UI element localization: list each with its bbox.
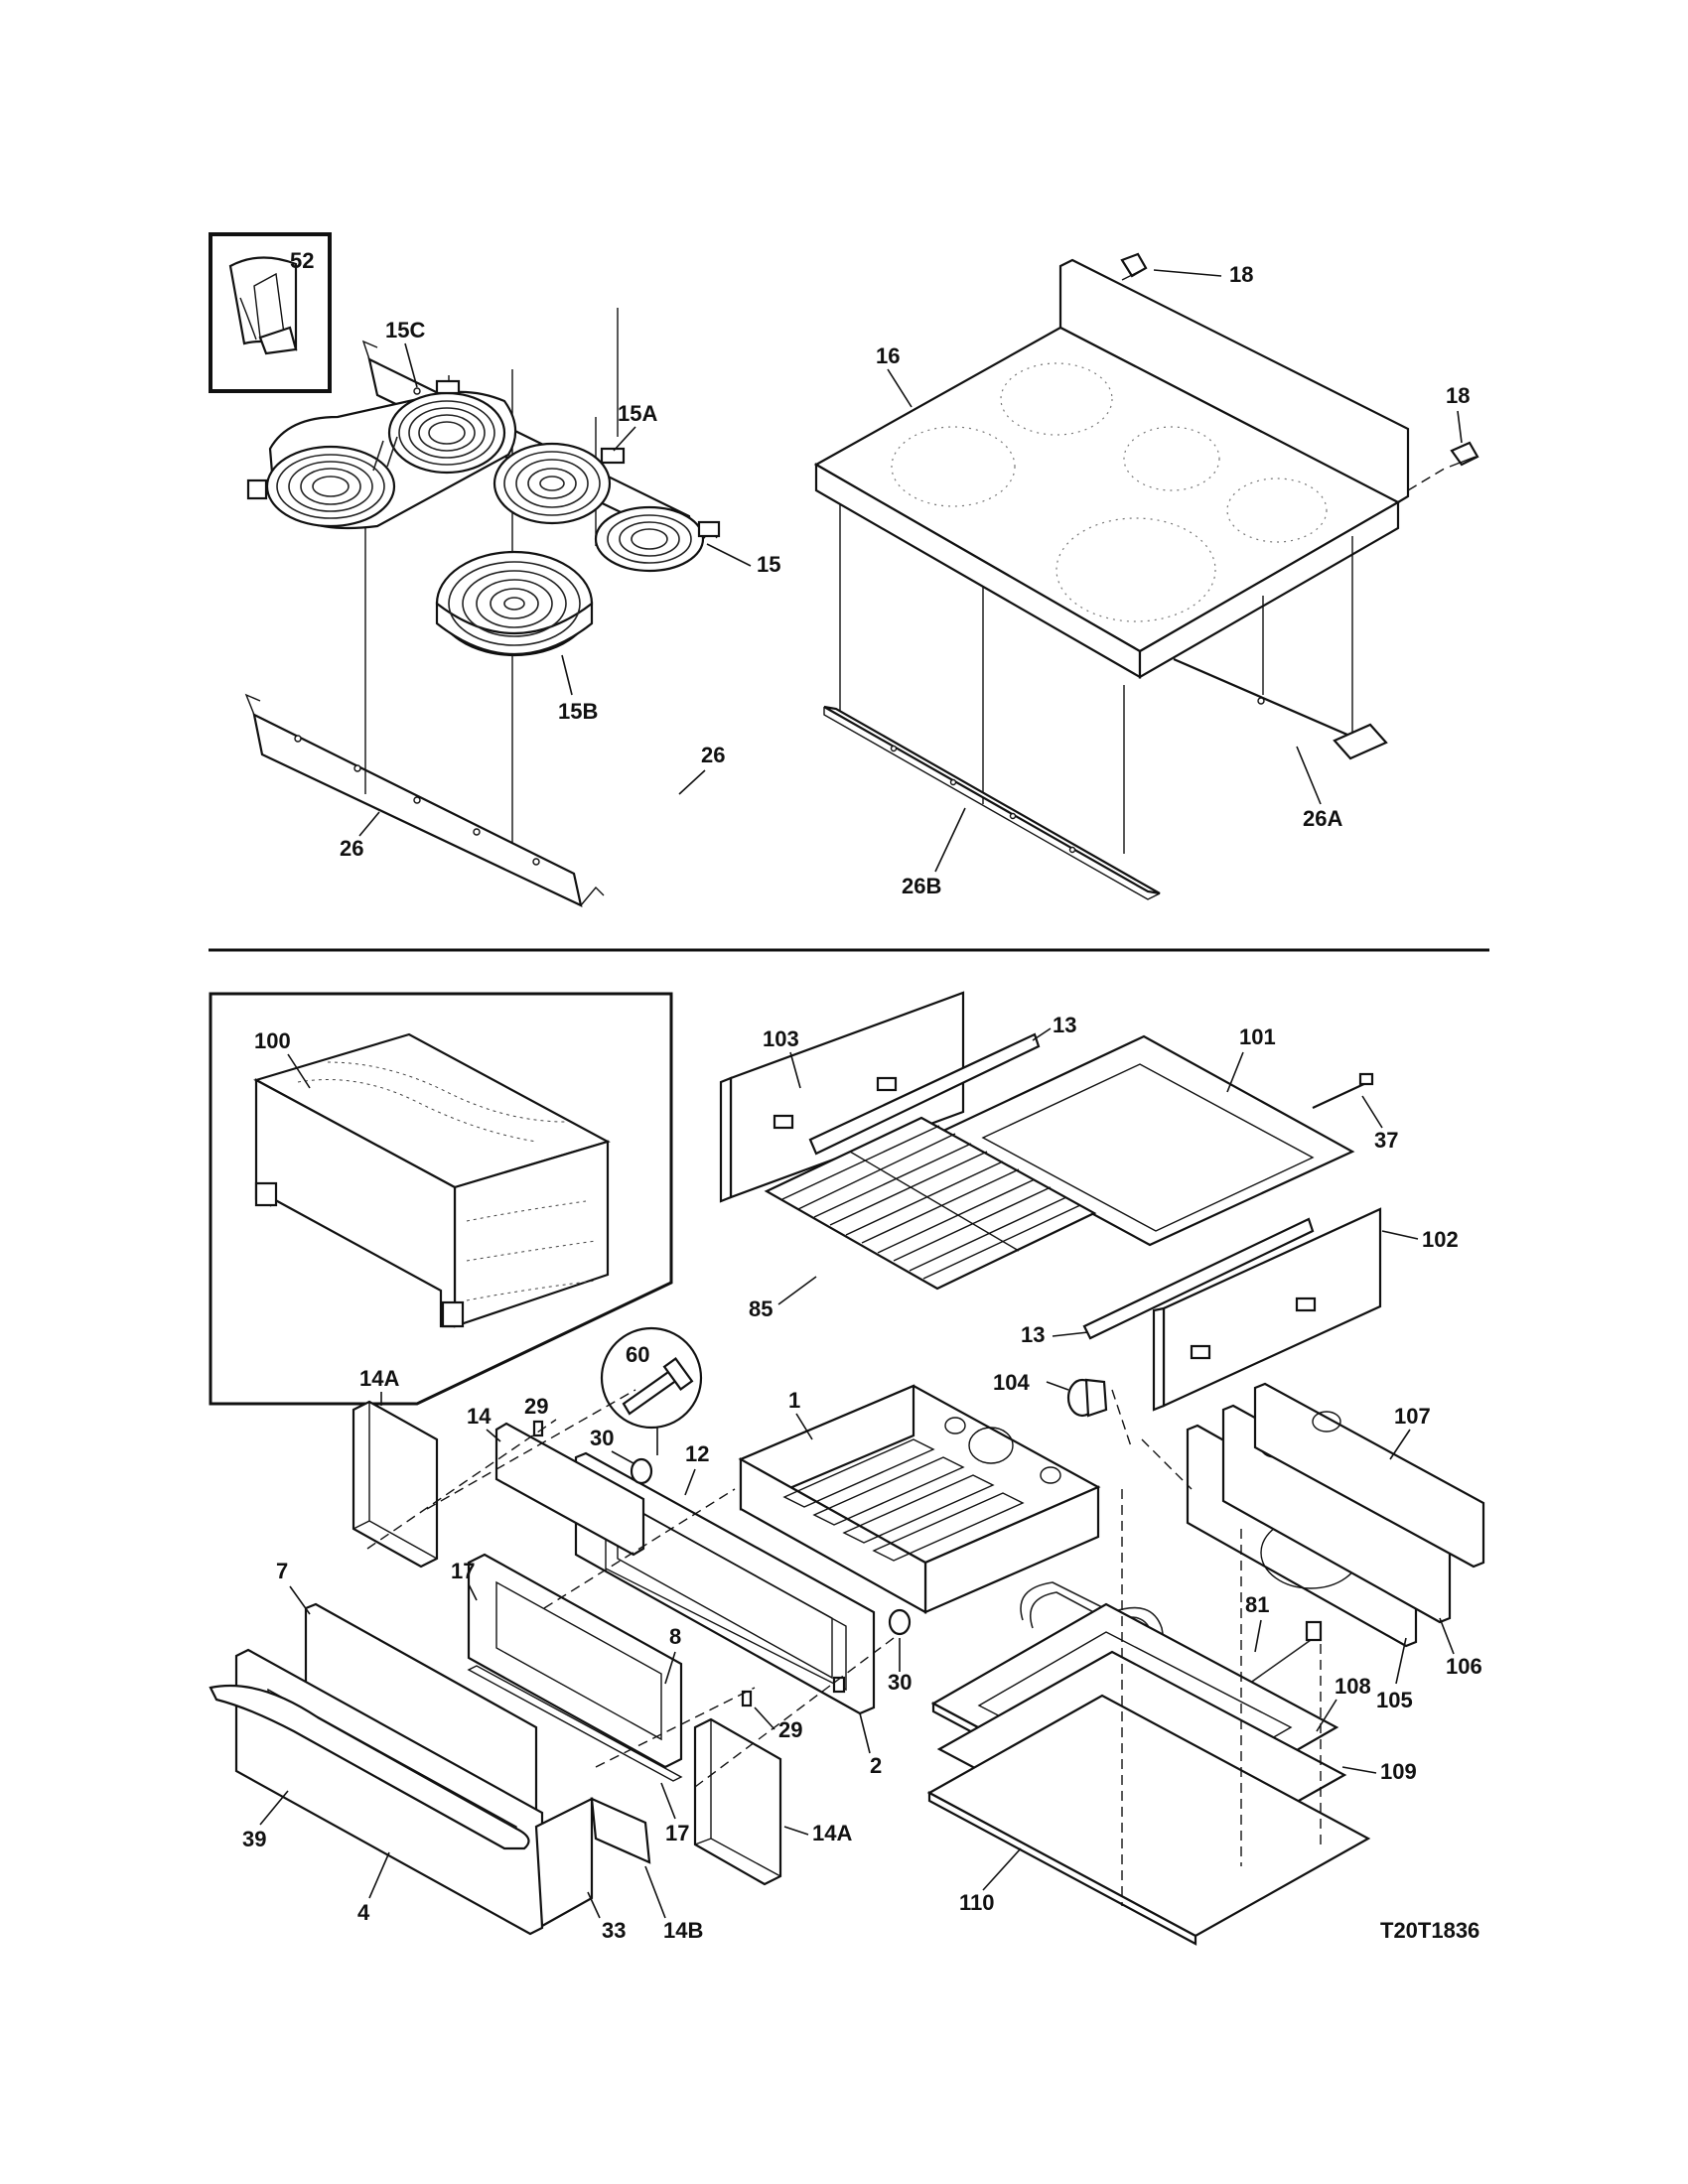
callout-110: 110 bbox=[959, 1890, 995, 1915]
callout-52: 52 bbox=[290, 248, 314, 273]
callout-33: 33 bbox=[602, 1918, 626, 1943]
callout-29-top: 29 bbox=[524, 1394, 548, 1419]
inset-screw-60 bbox=[600, 1326, 703, 1430]
insulation-33 bbox=[534, 1797, 594, 1928]
callout-14B: 14B bbox=[663, 1918, 703, 1943]
element-15A bbox=[492, 442, 626, 525]
callout-30-top: 30 bbox=[590, 1426, 614, 1450]
door-liner-17 bbox=[467, 1553, 683, 1782]
callout-8: 8 bbox=[669, 1624, 681, 1649]
callout-16: 16 bbox=[876, 343, 900, 368]
element-15B bbox=[435, 550, 594, 657]
callout-15C: 15C bbox=[385, 318, 425, 342]
element-15 bbox=[594, 505, 721, 573]
sensor-37 bbox=[1312, 1072, 1374, 1109]
assembly-dashed-lines bbox=[366, 1389, 1322, 1906]
callout-14A-bottom: 14A bbox=[812, 1821, 852, 1845]
callout-13-top: 13 bbox=[1053, 1013, 1076, 1037]
cooktop-16 bbox=[813, 258, 1410, 679]
callout-14A-top: 14A bbox=[359, 1366, 399, 1391]
back-panel-107 bbox=[1253, 1382, 1485, 1569]
callout-85: 85 bbox=[749, 1297, 773, 1321]
washer-30-bottom bbox=[888, 1608, 912, 1636]
callout-17-top: 17 bbox=[451, 1559, 475, 1583]
callout-60: 60 bbox=[626, 1342, 649, 1367]
callout-18-side: 18 bbox=[1446, 383, 1470, 408]
callout-26B: 26B bbox=[902, 874, 941, 898]
callout-37: 37 bbox=[1374, 1128, 1398, 1153]
callout-39: 39 bbox=[242, 1827, 266, 1851]
insulation-14B bbox=[590, 1797, 651, 1864]
callout-7: 7 bbox=[276, 1559, 288, 1583]
callout-26A: 26A bbox=[1303, 806, 1342, 831]
washer-30-top bbox=[630, 1457, 653, 1485]
oven-rack-85 bbox=[764, 1116, 1097, 1291]
callout-105: 105 bbox=[1376, 1688, 1413, 1712]
rack-slide-13-bottom bbox=[1082, 1217, 1315, 1340]
insulation-14 bbox=[494, 1422, 645, 1557]
callout-29-bottom: 29 bbox=[778, 1717, 802, 1742]
oven-front-frame-2 bbox=[574, 1451, 876, 1715]
callout-15: 15 bbox=[757, 552, 780, 577]
callout-30-bottom: 30 bbox=[888, 1670, 912, 1695]
diagram-reference-code: T20T1836 bbox=[1380, 1918, 1479, 1943]
oven-light-104 bbox=[1066, 1378, 1108, 1418]
callout-101: 101 bbox=[1239, 1024, 1276, 1049]
callout-81: 81 bbox=[1245, 1592, 1269, 1617]
callout-14: 14 bbox=[467, 1404, 492, 1429]
bracket-26-left bbox=[244, 693, 605, 907]
callout-107: 107 bbox=[1394, 1404, 1431, 1429]
side-panel-102 bbox=[1152, 1207, 1382, 1412]
callout-4: 4 bbox=[357, 1900, 370, 1925]
guide-lines-cooktop bbox=[839, 504, 1353, 854]
callout-26-right: 26 bbox=[701, 743, 725, 767]
oven-bottom-110 bbox=[926, 1694, 1371, 1946]
callout-18-top: 18 bbox=[1229, 262, 1253, 287]
clip-18-side bbox=[1449, 441, 1479, 468]
insulation-14A-bottom bbox=[693, 1717, 782, 1886]
callout-17-bottom: 17 bbox=[665, 1821, 689, 1845]
callout-1: 1 bbox=[788, 1388, 800, 1413]
inset-insulation-100 bbox=[209, 992, 673, 1406]
callout-103: 103 bbox=[763, 1026, 799, 1051]
element-15C-dual bbox=[246, 379, 517, 530]
handle-39 bbox=[209, 1684, 530, 1850]
clip-18-top bbox=[1120, 252, 1148, 281]
callout-106: 106 bbox=[1446, 1654, 1482, 1679]
side-panel-103 bbox=[719, 991, 965, 1203]
callout-109: 109 bbox=[1380, 1759, 1417, 1784]
callout-104: 104 bbox=[993, 1370, 1030, 1395]
callout-26-left: 26 bbox=[340, 836, 363, 861]
insulation-14A-top bbox=[352, 1400, 439, 1569]
callout-108: 108 bbox=[1335, 1674, 1371, 1699]
inset-knob-52 bbox=[209, 232, 332, 393]
callout-2: 2 bbox=[870, 1753, 882, 1778]
door-outer-4 bbox=[209, 1648, 544, 1936]
screw-29-top bbox=[532, 1420, 544, 1437]
rack-slide-13-top bbox=[808, 1032, 1041, 1156]
callout-15A: 15A bbox=[618, 401, 657, 426]
oven-cavity-1 bbox=[738, 1384, 1101, 1614]
callout-13-bottom: 13 bbox=[1021, 1322, 1045, 1347]
callout-12: 12 bbox=[685, 1441, 709, 1466]
callout-100: 100 bbox=[254, 1028, 291, 1053]
bracket-26A bbox=[1173, 657, 1388, 760]
bracket-26B bbox=[823, 705, 1161, 900]
callout-102: 102 bbox=[1422, 1227, 1459, 1252]
callout-15B: 15B bbox=[558, 699, 598, 724]
